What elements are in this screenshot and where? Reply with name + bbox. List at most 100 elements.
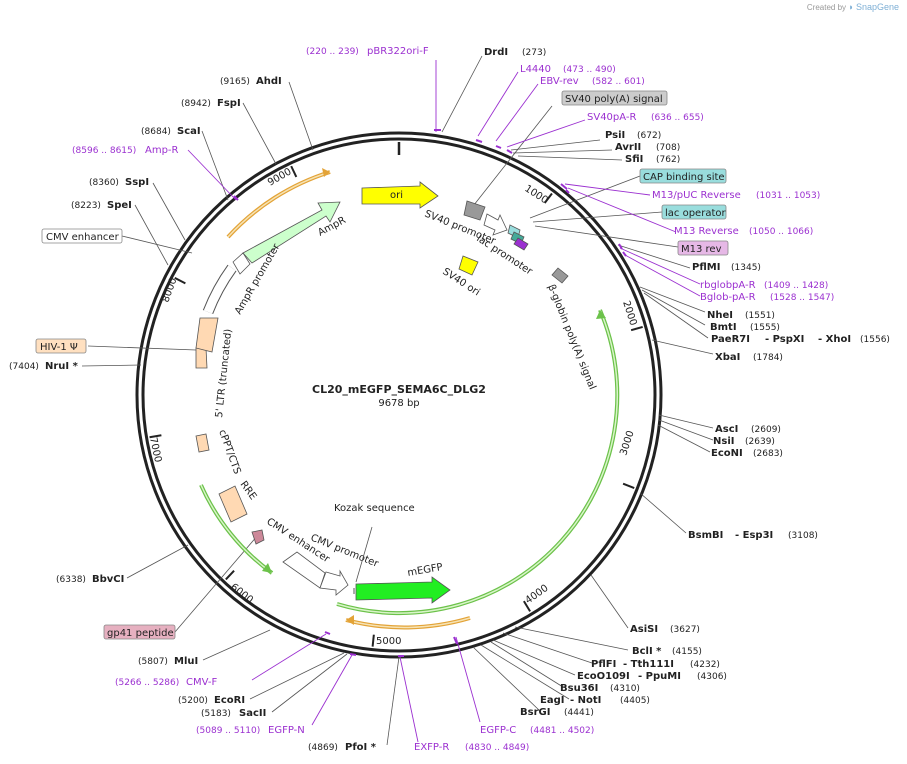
leader-sfii	[517, 155, 623, 161]
label-sv40-ori: SV40 ori	[440, 266, 481, 298]
primer-egfp-n[interactable]: EGFP-N	[268, 725, 305, 736]
site-paer7i[interactable]: PaeR7I	[711, 334, 750, 345]
site-econi[interactable]: EcoNI	[711, 448, 743, 459]
primer-ebv-rev[interactable]: EBV-rev	[540, 76, 579, 87]
site-nhei[interactable]: NheI	[707, 310, 733, 321]
site-asci[interactable]: AscI	[715, 424, 738, 435]
feature-cmv-promoter[interactable]	[319, 569, 349, 596]
primer-bglobpa-r[interactable]: Bglob-pA-R	[700, 292, 756, 303]
primer-egfp-c-range: (4481 .. 4502)	[530, 726, 594, 736]
credit-brand: SnapGene	[855, 2, 899, 12]
site-drdi[interactable]: DrdI	[484, 47, 508, 58]
feature-sv40-promoter[interactable]	[463, 200, 486, 221]
site-bcli[interactable]: BclI *	[632, 646, 662, 657]
primer-exfp-r[interactable]: EXFP-R	[414, 742, 449, 753]
leader-cap-box	[529, 175, 641, 219]
primer-rbglobpa-r[interactable]: rbglobpA-R	[700, 280, 756, 291]
site-sfii[interactable]: SfiI	[625, 154, 643, 165]
site-ppumi[interactable]: - PpuMI	[638, 671, 681, 682]
site-sacii[interactable]: SacII	[239, 708, 266, 719]
feature-hiv-psi[interactable]	[195, 347, 208, 369]
primer-pbr322ori-f[interactable]: pBR322ori-F	[367, 46, 429, 57]
credit: Created by ◗ SnapGene	[807, 2, 899, 12]
leader-hiv-box	[87, 345, 197, 351]
primer-labels: pBR322ori-F (220 .. 239) L4440 (473 .. 4…	[72, 46, 834, 753]
site-ecori[interactable]: EcoRI	[214, 695, 245, 706]
site-avrii[interactable]: AvrII	[615, 142, 641, 153]
site-fspi[interactable]: FspI	[217, 98, 241, 109]
site-ecoo109i[interactable]: EcoO109I	[577, 671, 630, 682]
site-psii-pos: (672)	[637, 131, 661, 141]
site-asisi[interactable]: AsiSI	[630, 624, 658, 635]
site-psii[interactable]: PsiI	[605, 130, 625, 141]
feature-cmv-enhancer[interactable]	[282, 551, 326, 589]
site-bsu36i[interactable]: Bsu36I	[560, 683, 598, 694]
feature-megfp[interactable]	[355, 576, 451, 604]
site-nrui[interactable]: NruI *	[45, 361, 79, 372]
primer-m13rev[interactable]: M13 Reverse	[674, 226, 739, 237]
site-bsmbi[interactable]: BsmBI	[688, 530, 723, 541]
tick-mark-8000	[174, 276, 186, 285]
feature-5ltr[interactable]	[195, 317, 219, 353]
site-xhoi[interactable]: - XhoI	[818, 334, 851, 345]
primer-amp-r[interactable]: Amp-R	[145, 145, 179, 156]
feature-cppt[interactable]	[195, 433, 210, 453]
primer-egfp-c[interactable]: EGFP-C	[480, 725, 516, 736]
primer-mark-bglobpa	[622, 251, 627, 257]
tick-label-3000: 3000	[618, 429, 636, 457]
primer-marks	[233, 129, 627, 657]
site-pspxi[interactable]: - PspXI	[765, 334, 804, 345]
site-esp3i[interactable]: - Esp3I	[735, 530, 773, 541]
orf-orange-bottom-core	[345, 617, 471, 629]
site-pflmi[interactable]: PflMI	[692, 262, 720, 273]
primer-ebv-rev-range: (582 .. 601)	[592, 77, 645, 87]
site-spei-pos: (8223)	[71, 201, 101, 211]
feature-rre[interactable]	[218, 485, 248, 523]
site-spei[interactable]: SpeI	[107, 200, 132, 211]
site-nrui-pos: (7404)	[9, 362, 39, 372]
site-bsrgi[interactable]: BsrGI	[520, 707, 550, 718]
feature-gp41[interactable]	[251, 529, 265, 545]
feature-lac-promoter[interactable]	[483, 213, 508, 236]
site-noti[interactable]: - NotI	[570, 695, 601, 706]
site-tth111i[interactable]: - Tth111I	[623, 659, 674, 670]
site-sspi-pos: (8360)	[89, 178, 119, 188]
backbone-inner	[141, 137, 657, 653]
site-pflfi[interactable]: PflFI	[591, 659, 616, 670]
site-nsii[interactable]: NsiI	[713, 436, 734, 447]
feature-sv40-ori[interactable]	[458, 255, 479, 276]
leader-l4440	[477, 71, 519, 137]
primer-m13puc[interactable]: M13/pUC Reverse	[652, 190, 741, 201]
box-lac-operator	[661, 204, 727, 220]
primer-l4440[interactable]: L4440	[520, 64, 551, 75]
site-bmti[interactable]: BmtI	[710, 322, 737, 333]
site-eagi[interactable]: EagI	[540, 695, 564, 706]
primer-mark-egfp-n	[349, 653, 357, 656]
primer-sv40pa-r[interactable]: SV40pA-R	[587, 112, 636, 123]
primer-cmv-f[interactable]: CMV-F	[186, 677, 217, 688]
feature-m13rev-mark[interactable]	[513, 237, 529, 251]
site-sspi[interactable]: SspI	[125, 177, 149, 188]
label-megfp: mEGFP	[407, 562, 444, 579]
site-xbai[interactable]: XbaI	[715, 352, 740, 363]
primer-m13rev-range: (1050 .. 1066)	[749, 227, 813, 237]
feature-bglobin-polya[interactable]	[551, 267, 569, 284]
site-scai[interactable]: ScaI	[177, 126, 201, 137]
orf-green-left-core	[200, 484, 273, 574]
feature-ampr[interactable]	[242, 201, 341, 264]
site-ahdi[interactable]: AhdI	[256, 76, 282, 87]
site-bbvci[interactable]: BbvCI	[92, 574, 124, 585]
site-mlui[interactable]: MluI	[174, 656, 198, 667]
site-asisi-pos: (3627)	[670, 625, 700, 635]
label-cppt: cPPT/CTS	[216, 428, 242, 475]
tick-mark-4000	[523, 600, 531, 612]
feature-ampr-promoter-shape[interactable]	[232, 252, 251, 275]
site-bsu36i-pos: (4310)	[610, 684, 640, 694]
box-label-hiv: HIV-1 Ψ	[40, 342, 78, 353]
feature-ori[interactable]	[361, 181, 439, 209]
site-pflmi-pos: (1345)	[731, 263, 761, 273]
leader-spei	[134, 204, 169, 266]
tick-label-6000: 6000	[228, 582, 255, 606]
site-pfoi[interactable]: PfoI *	[345, 742, 377, 753]
box-gp41	[103, 624, 176, 640]
